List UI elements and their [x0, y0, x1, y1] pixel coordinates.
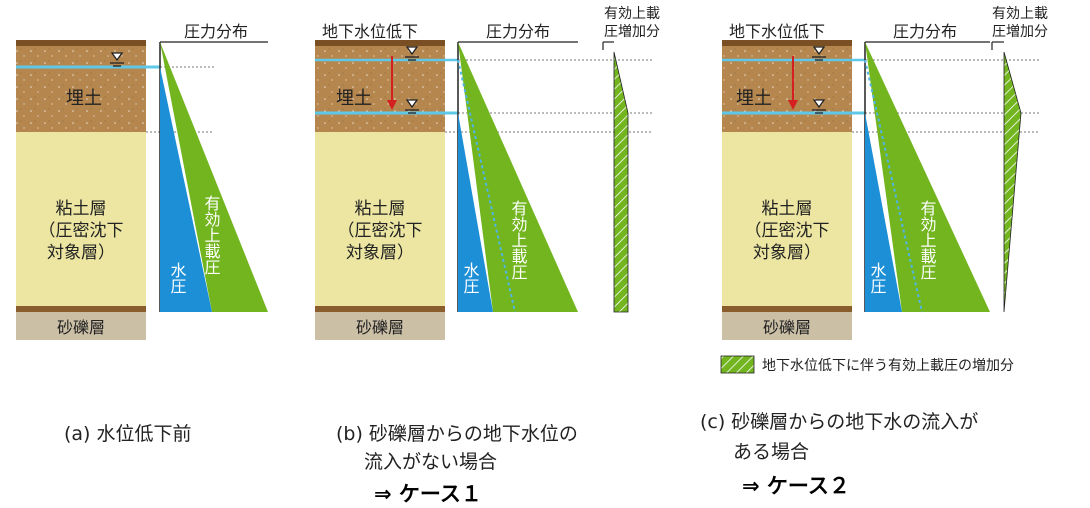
fill-layer [315, 40, 445, 132]
effective-pressure-area [865, 42, 990, 312]
gravel-label: 砂礫層 [356, 318, 404, 337]
case-1-label: ⇒ ケース１ [374, 482, 482, 506]
fill-label: 埋土 [66, 88, 102, 109]
clay-label-line-1: 粘土層 [762, 199, 813, 219]
water-pressure-area [458, 113, 493, 312]
diagram-b: 地下水位低下 圧力分布 有効上載 圧増加分 埋土 粘土層 （圧密沈下 対象層） … [315, 6, 660, 340]
legend-label: 地下水位低下に伴う有効上載圧の増加分 [762, 358, 1014, 374]
gravel-label: 砂礫層 [57, 318, 105, 337]
caption-a: (a) 水位低下前 [64, 423, 192, 445]
initial-water-pressure-line [864, 59, 923, 313]
clay-label-line-1: 粘土層 [355, 199, 406, 219]
drawdown-label: 地下水位低下 [322, 22, 418, 41]
water-pressure-label: 水圧 [461, 262, 480, 294]
gravel-layer [315, 312, 445, 340]
caption-b-line-2: 流入がない場合 [364, 451, 498, 473]
pressure-label: 圧力分布 [486, 22, 550, 41]
water-level-icon [812, 99, 826, 114]
fill-label: 埋土 [336, 88, 372, 109]
water-pressure-label: 水圧 [868, 262, 887, 294]
legend [720, 355, 755, 374]
increase-label-line-2: 圧増加分 [992, 24, 1048, 40]
water-level-icon [812, 46, 826, 61]
increase-label-line-1: 有効上載 [604, 6, 660, 22]
gravel-layer [16, 312, 146, 340]
water-pressure-label: 水圧 [168, 262, 187, 294]
clay-layer [722, 132, 852, 308]
clay-gravel-band [16, 306, 146, 312]
clay-label-line-3: 対象層） [753, 243, 821, 263]
clay-gravel-band [315, 306, 445, 312]
top-band [315, 40, 445, 46]
water-pressure-area [160, 67, 212, 312]
increase-label-line-1: 有効上載 [992, 6, 1048, 22]
gravel-label: 砂礫層 [763, 318, 811, 337]
case-2-label: ⇒ ケース２ [742, 474, 850, 498]
drawdown-arrow [387, 56, 397, 110]
gravel-layer [722, 312, 852, 340]
water-level-icon [405, 46, 419, 61]
legend-swatch [720, 355, 755, 374]
caption-b-line-1: (b) 砂礫層からの地下水位の [336, 423, 578, 445]
clay-label-line-1: 粘土層 [56, 199, 107, 219]
initial-water-pressure-line [457, 59, 516, 313]
effective-pressure-label: 有効上載圧 [202, 195, 221, 275]
clay-layer [315, 132, 445, 308]
pressure-label: 圧力分布 [184, 22, 248, 41]
drawdown-arrow [788, 56, 798, 110]
top-band [16, 40, 146, 46]
top-band [722, 40, 852, 46]
caption-c-line-1: (c) 砂礫層からの地下水の流入が [700, 411, 979, 433]
fill-label: 埋土 [736, 88, 772, 109]
diagram-c: 地下水位低下 圧力分布 有効上載 圧増加分 埋土 粘土層 （圧密沈下 対象層） … [722, 6, 1048, 340]
clay-label-line-2: （圧密沈下 [39, 221, 124, 241]
water-pressure-area [865, 113, 902, 312]
clay-gravel-band [722, 306, 852, 312]
effective-pressure-area [458, 42, 578, 312]
caption-c-line-2: ある場合 [733, 441, 810, 463]
clay-label-line-2: （圧密沈下 [745, 221, 830, 241]
fill-layer [722, 40, 852, 132]
effective-pressure-increase [1003, 51, 1022, 313]
water-level-icon [110, 52, 124, 67]
clay-label-line-3: 対象層） [47, 243, 115, 263]
clay-label-line-3: 対象層） [346, 243, 414, 263]
effective-pressure-label: 有効上載圧 [509, 200, 528, 280]
clay-label-line-2: （圧密沈下 [338, 221, 423, 241]
effective-pressure-label: 有効上載圧 [918, 200, 937, 280]
fill-layer [16, 40, 146, 132]
effective-pressure-increase [613, 51, 629, 313]
effective-pressure-area [160, 42, 268, 312]
diagram-a: 圧力分布 埋土 粘土層 （圧密沈下 対象層） 砂礫層 水圧 有効上載圧 [16, 22, 268, 340]
increase-label-line-2: 圧増加分 [604, 24, 660, 40]
water-level-icon [405, 99, 419, 114]
pressure-label: 圧力分布 [893, 22, 957, 41]
drawdown-label: 地下水位低下 [729, 22, 825, 41]
clay-layer [16, 132, 146, 308]
